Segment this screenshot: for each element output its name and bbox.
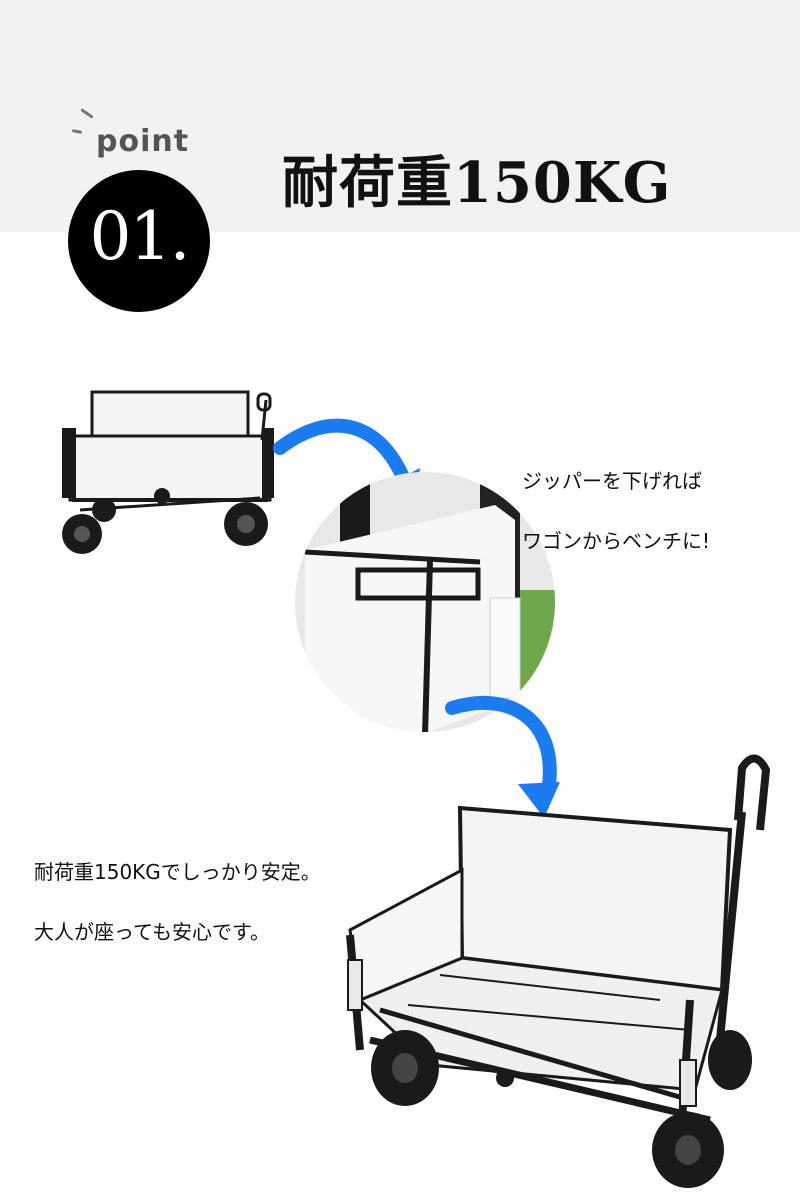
wagon-bench-image [346,754,771,1188]
arrow-icon [445,695,557,799]
load-caption: 耐荷重150KGでしっかり安定。 大人が座っても安心です。 [34,827,321,977]
point-number-badge: 01. [68,170,210,312]
load-caption-line1: 耐荷重150KGでしっかり安定。 [34,860,321,884]
zipper-caption-line2: ワゴンからベンチに! [522,529,711,553]
page-title: 耐荷重150KG [282,150,672,216]
zipper-caption-line1: ジッパーを下げれば [522,469,702,493]
wagon-small-image [62,390,274,554]
arrow-icon [273,418,412,489]
zipper-closeup-image [295,472,555,732]
load-caption-line2: 大人が座っても安心です。 [34,920,270,944]
point-number: 01. [89,198,191,275]
zipper-caption: ジッパーを下げれば ワゴンからベンチに! [522,436,710,586]
point-label: point [96,124,190,159]
arrow-head-icon [518,782,560,818]
